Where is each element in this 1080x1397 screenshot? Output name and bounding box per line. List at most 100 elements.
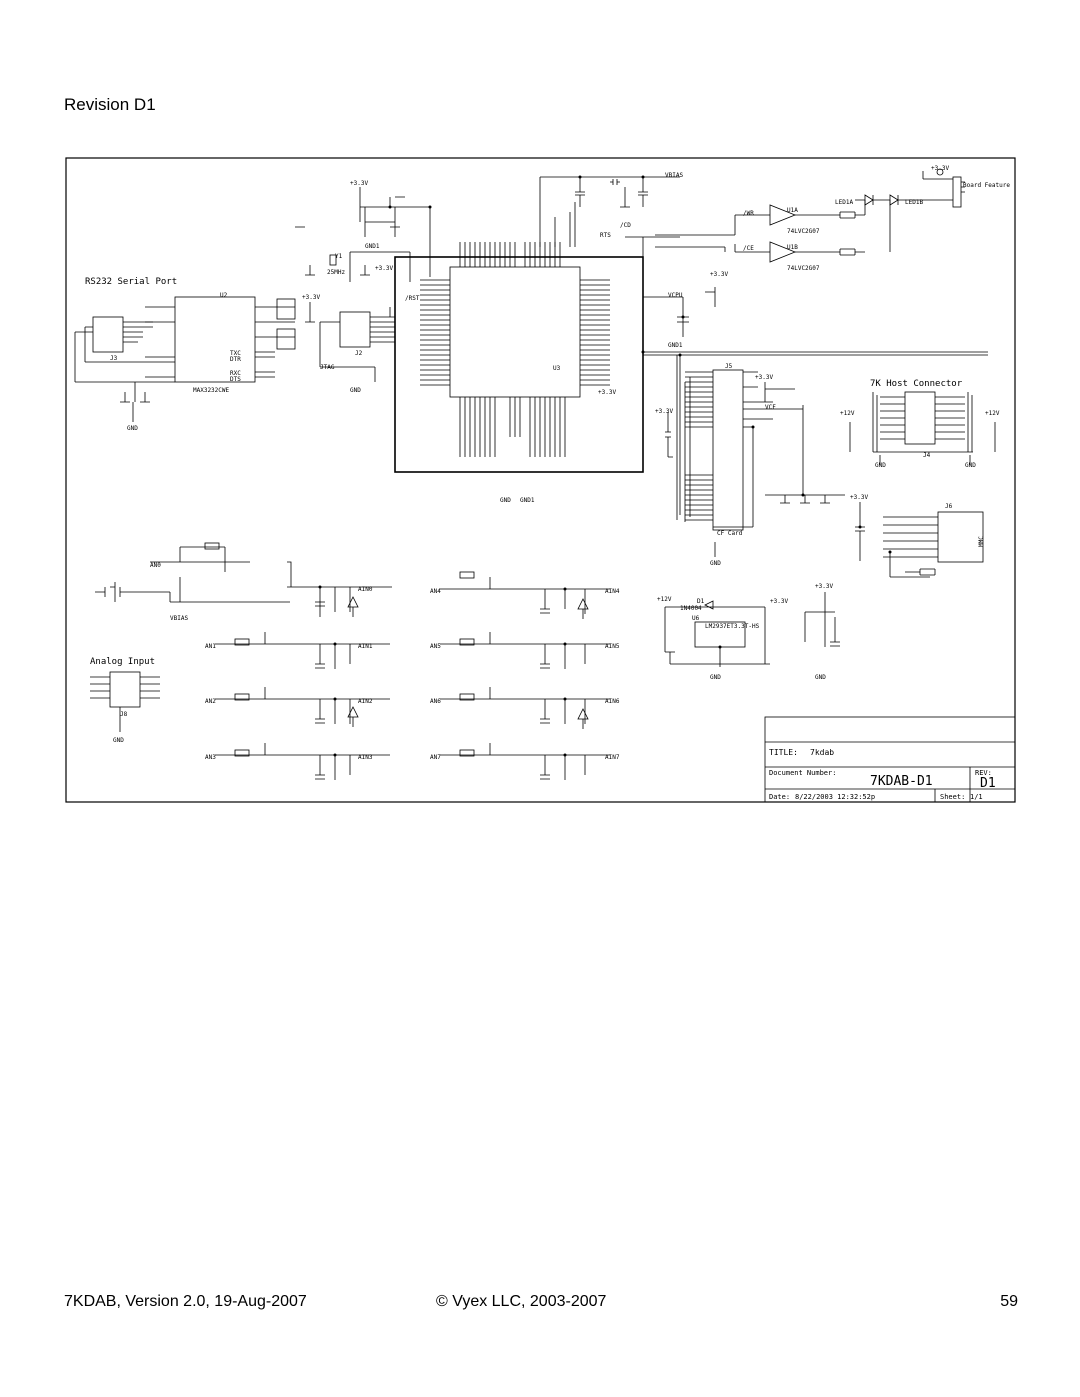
net-gnd1-top: GND1	[365, 243, 380, 250]
an4-label: AN4	[430, 588, 441, 595]
net-3v3-reg: +3.3V	[770, 598, 788, 605]
ain4-label: AIN4	[605, 588, 620, 595]
d1-ref: D1	[697, 598, 705, 605]
net-rxc: RXC	[230, 370, 241, 377]
analog-channel-chains	[95, 542, 610, 780]
net-gnd-analog: GND	[113, 737, 124, 744]
ain7-label: AIN7	[605, 754, 620, 761]
u6-ref: U6	[692, 615, 700, 622]
mmc-socket-j6	[937, 511, 984, 563]
net-wr: /WR	[743, 210, 754, 217]
date-value: 8/22/2003 12:32:52p	[795, 793, 875, 801]
an1-label: AN1	[205, 643, 216, 650]
u1a-part: 74LVC2G07	[787, 228, 820, 235]
net-3v3-fb: +3.3V	[710, 271, 728, 278]
ain5-label: AIN5	[605, 643, 620, 650]
docnum-label: Document Number:	[769, 769, 836, 777]
u1a-ref: U1A	[787, 207, 798, 214]
net-gnd-cpu: GND	[500, 497, 511, 504]
an3-label: AN3	[205, 754, 216, 761]
rs232-chip-u2	[174, 296, 256, 383]
net-3v3-l1: +3.3V	[815, 583, 833, 590]
led1b-ref: LED1B	[905, 199, 923, 206]
ain1-label: AIN1	[358, 643, 373, 650]
net-gnd-l1: GND	[815, 674, 826, 681]
net-vcf: VCF	[765, 404, 776, 411]
j8-ref: J8	[120, 711, 128, 718]
net-vbias-top: VBIAS	[665, 172, 683, 179]
j3-ref: J3	[110, 355, 118, 362]
net-gnd-cf: GND	[710, 560, 721, 567]
net-12v-left: +12V	[840, 410, 855, 417]
u6-part: LM2937ET3.3T-HS	[705, 623, 760, 630]
y1-value: 25MHz	[327, 269, 345, 276]
net-3v3-jtag: +3.3V	[302, 294, 320, 301]
rev-label: REV:	[975, 769, 992, 777]
footer-copyright: © Vyex LLC, 2003-2007	[436, 1293, 607, 1310]
ain0-label: AIN0	[358, 586, 373, 593]
net-ce: /CE	[743, 245, 754, 252]
mmc-label: MMC	[978, 536, 985, 547]
analog-section-label: Analog Input	[90, 657, 155, 667]
schematic-border	[65, 157, 1016, 803]
ain3-label: AIN3	[358, 754, 373, 761]
an5-label: AN5	[430, 643, 441, 650]
an2-label: AN2	[205, 698, 216, 705]
u2-ref: U2	[220, 292, 228, 299]
analog-header-j8	[109, 671, 141, 708]
schematic-drawing: RS232 Serial Port Analog Input 7K Host C…	[65, 157, 1016, 803]
net-3v3-cf: +3.3V	[755, 374, 773, 381]
net-gnd-reg: GND	[710, 674, 721, 681]
title-value: 7kdab	[810, 748, 834, 757]
led1b-icon	[889, 194, 899, 206]
cf-card-label: CF Card	[717, 530, 743, 537]
an0-label: AN0	[150, 562, 161, 569]
date-label: Date:	[769, 793, 790, 801]
host-section-label: 7K Host Connector	[870, 379, 963, 389]
net-3v3-r7: +3.3V	[598, 389, 616, 396]
u3-ref: U3	[553, 365, 561, 372]
sheet-label: Sheet:	[940, 793, 965, 801]
net-rst: /RST	[405, 295, 420, 302]
d1-part: 1N4004	[680, 605, 702, 612]
net-3v3-j1: +3.3V	[931, 165, 949, 172]
led1a-icon	[864, 194, 874, 206]
net-gnd-host-left: GND	[875, 462, 886, 469]
net-dtr: DTR	[230, 356, 241, 363]
y1-ref: Y1	[335, 253, 343, 260]
title-label: TITLE:	[769, 748, 798, 757]
j6-ref: J6	[945, 503, 953, 510]
net-vbias-an: VBIAS	[170, 615, 188, 622]
net-dts: DTS	[230, 376, 241, 383]
footer-page-number: 59	[1000, 1293, 1018, 1310]
net-rts: RTS	[600, 232, 611, 239]
an6-label: AN6	[430, 698, 441, 705]
j2-ref: J2	[355, 350, 363, 357]
net-3v3-top: +3.3V	[350, 180, 368, 187]
page-heading: Revision D1	[64, 95, 156, 114]
docnum-value: 7KDAB-D1	[870, 774, 933, 789]
net-vcpu: VCPU	[668, 292, 683, 299]
net-txc: TXC	[230, 350, 241, 357]
j4-ref: J4	[923, 452, 931, 459]
footer-version: 7KDAB, Version 2.0, 19-Aug-2007	[64, 1293, 307, 1310]
rev-value: D1	[980, 776, 996, 791]
host-connector-j4	[904, 391, 936, 445]
net-3v3-r8: +3.3V	[655, 408, 673, 415]
net-12v-right: +12V	[985, 410, 1000, 417]
rs232-section-label: RS232 Serial Port	[85, 277, 177, 287]
net-gnd-rs232: GND	[127, 425, 138, 432]
net-gnd-jtag: GND	[350, 387, 361, 394]
led1a-ref: LED1A	[835, 199, 853, 206]
title-block	[764, 716, 1016, 803]
net-gnd1-fb: GND1	[668, 342, 683, 349]
cpu-chip-u3	[394, 256, 644, 473]
cf-card-connector-j5	[712, 369, 744, 531]
board-feature-label: Board Feature	[963, 182, 1010, 189]
net-3v3-osc: +3.3V	[375, 265, 393, 272]
u2-part: MAX3232CWE	[193, 387, 230, 394]
jtag-header-j2	[339, 311, 371, 348]
ain6-label: AIN6	[605, 698, 620, 705]
jtag-ref: JTAG	[320, 364, 335, 371]
j5-ref: J5	[725, 363, 733, 370]
